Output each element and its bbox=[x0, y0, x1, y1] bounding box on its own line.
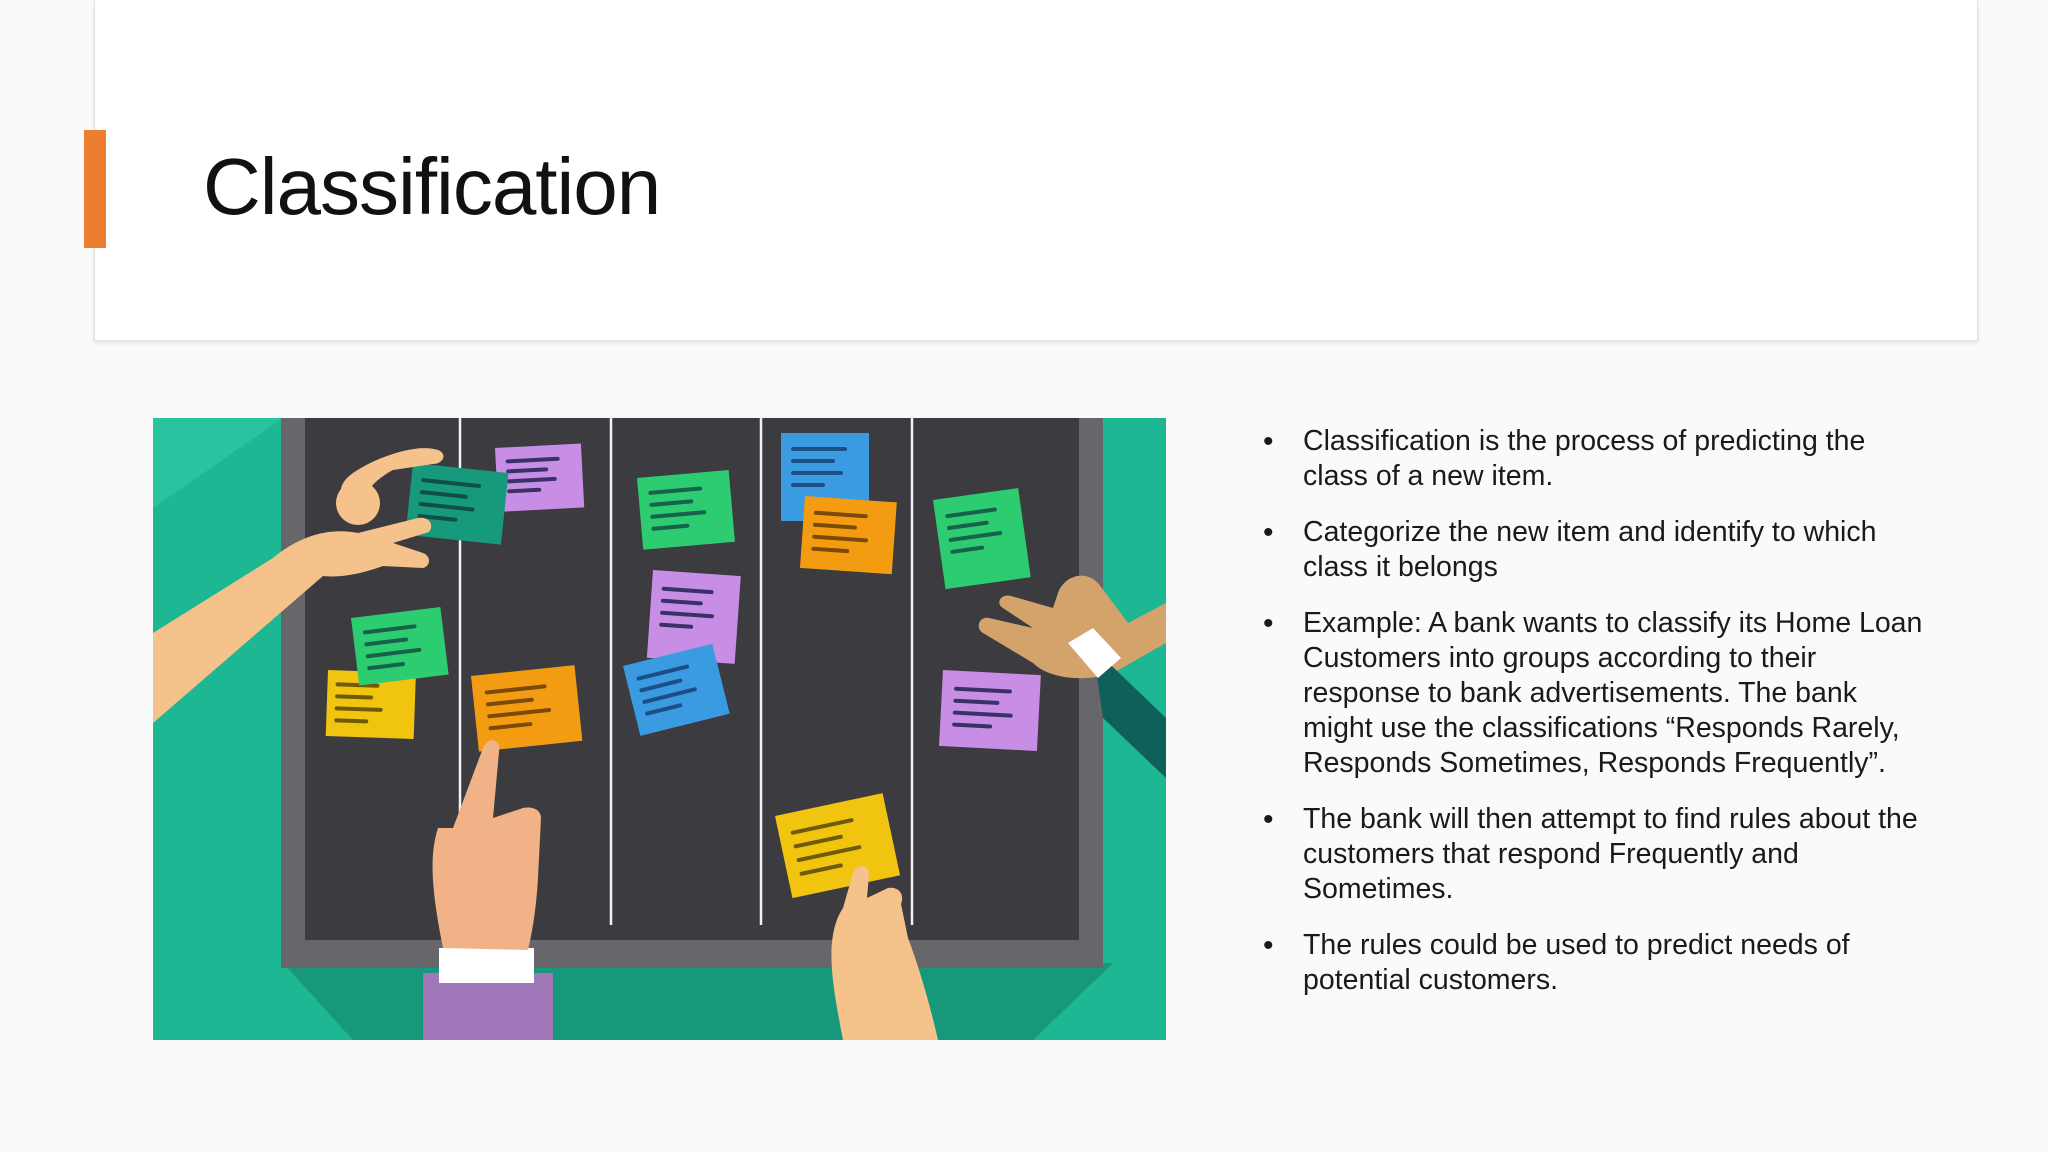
bullet-item: • Classification is the process of predic… bbox=[1263, 424, 1923, 494]
background-shade bbox=[153, 418, 283, 508]
bullet-item: • The rules could be used to predict need… bbox=[1263, 928, 1923, 998]
hand-top-left bbox=[153, 448, 444, 723]
sticky-note bbox=[939, 670, 1041, 752]
sticky-note bbox=[623, 643, 730, 736]
bullet-dot: • bbox=[1263, 607, 1274, 640]
bullet-list: • Classification is the process of predic… bbox=[1263, 424, 1923, 1019]
bullet-dot: • bbox=[1263, 929, 1274, 962]
sticky-note bbox=[637, 469, 735, 550]
hand-right bbox=[978, 575, 1166, 778]
bullet-dot: • bbox=[1263, 516, 1274, 549]
hand-bottom-right bbox=[831, 865, 938, 1040]
board-shadow bbox=[283, 963, 1113, 1040]
title-accent-bar bbox=[84, 130, 106, 248]
sticky-note bbox=[933, 488, 1031, 590]
sticky-note bbox=[325, 670, 416, 740]
sticky-note bbox=[471, 665, 583, 752]
bullet-text: The bank will then attempt to find rules… bbox=[1303, 803, 1918, 905]
sticky-note bbox=[405, 463, 509, 545]
title-card bbox=[94, 0, 1978, 341]
bullet-item: • Categorize the new item and identify to… bbox=[1263, 515, 1923, 585]
slide-title: Classification bbox=[203, 142, 661, 231]
bullet-text: Example: A bank wants to classify its Ho… bbox=[1303, 607, 1923, 779]
bullet-text: Categorize the new item and identify to … bbox=[1303, 516, 1877, 583]
bullet-item: • Example: A bank wants to classify its H… bbox=[1263, 606, 1923, 781]
bullet-text: The rules could be used to predict needs… bbox=[1303, 929, 1850, 996]
bullet-dot: • bbox=[1263, 425, 1274, 458]
sticky-note bbox=[799, 495, 897, 575]
sticky-note bbox=[646, 570, 741, 664]
bullet-dot: • bbox=[1263, 803, 1274, 836]
bullet-item: • The bank will then attempt to find rule… bbox=[1263, 802, 1923, 907]
sticky-note bbox=[495, 443, 585, 512]
bullet-text: Classification is the process of predict… bbox=[1303, 425, 1866, 492]
kanban-illustration bbox=[153, 418, 1166, 1040]
sticky-note bbox=[351, 607, 449, 686]
hand-bottom-pointing bbox=[423, 740, 553, 1040]
